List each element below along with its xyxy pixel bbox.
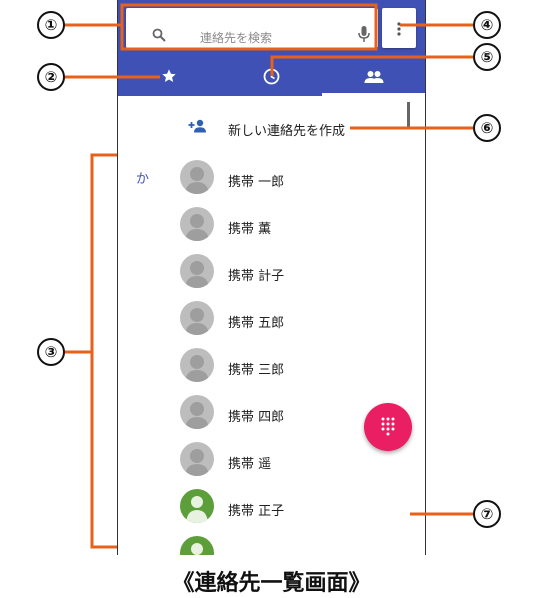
create-contact-label: 新しい連絡先を作成 bbox=[228, 124, 346, 139]
contact-avatar bbox=[180, 489, 214, 523]
more-options-button[interactable] bbox=[382, 8, 416, 48]
contact-name: 携帯 薫 bbox=[228, 222, 272, 237]
search-icon[interactable] bbox=[152, 27, 166, 46]
contact-avatar bbox=[180, 442, 214, 476]
contact-row[interactable]: 携帯 正子 bbox=[118, 485, 408, 532]
callout-5: ⑤ bbox=[473, 43, 501, 71]
contact-avatar bbox=[180, 301, 214, 335]
callout-7: ⑦ bbox=[473, 500, 501, 528]
search-placeholder[interactable]: 連絡先を検索 bbox=[200, 31, 273, 45]
contact-avatar bbox=[180, 348, 214, 382]
star-icon bbox=[161, 68, 177, 88]
callout-bracket-3 bbox=[90, 153, 117, 549]
callout-line-5 bbox=[270, 55, 473, 76]
contact-name: 携帯 一郎 bbox=[228, 175, 285, 190]
contact-row-partial[interactable] bbox=[118, 532, 408, 555]
contact-name: 携帯 五郎 bbox=[228, 316, 285, 331]
scrollbar[interactable] bbox=[407, 102, 410, 128]
callout-6: ⑥ bbox=[473, 114, 501, 142]
contact-row[interactable]: 携帯 五郎 bbox=[118, 297, 408, 344]
callout-3: ③ bbox=[37, 338, 65, 366]
contact-row[interactable]: 携帯 四郎 bbox=[118, 391, 408, 438]
contact-row[interactable]: 携帯 薫 bbox=[118, 203, 408, 250]
create-contact-row[interactable]: 新しい連絡先を作成 bbox=[118, 104, 408, 146]
selected-tab-indicator bbox=[322, 93, 425, 96]
tab-contacts[interactable] bbox=[322, 57, 424, 96]
callout-1: ① bbox=[37, 11, 65, 39]
contact-avatar bbox=[180, 395, 214, 429]
callout-4: ④ bbox=[473, 11, 501, 39]
section-index-letter: か bbox=[136, 172, 150, 187]
contact-avatar bbox=[180, 254, 214, 288]
contact-avatar bbox=[180, 160, 214, 194]
contact-row[interactable]: 携帯 遥 bbox=[118, 438, 408, 485]
add-person-icon bbox=[188, 118, 208, 137]
contact-avatar bbox=[180, 536, 214, 555]
contact-name: 携帯 遥 bbox=[228, 457, 272, 472]
contact-list[interactable]: 新しい連絡先を作成 か 携帯 一郎 携帯 薫 携帯 計子 携帯 五郎 bbox=[118, 96, 425, 555]
contact-name: 携帯 計子 bbox=[228, 269, 285, 284]
contact-row[interactable]: 携帯 一郎 bbox=[118, 156, 408, 203]
more-vert-icon[interactable] bbox=[397, 21, 401, 40]
contact-name: 携帯 正子 bbox=[228, 504, 285, 519]
figure-caption: 《連絡先一覧画面》 bbox=[172, 571, 371, 596]
contact-name: 携帯 三郎 bbox=[228, 363, 285, 378]
people-icon bbox=[364, 69, 384, 88]
dialpad-fab[interactable] bbox=[364, 403, 412, 451]
search-highlight-box bbox=[120, 3, 378, 51]
contact-row[interactable]: 携帯 三郎 bbox=[118, 344, 408, 391]
tab-favorites[interactable] bbox=[118, 57, 220, 96]
contact-name: 携帯 四郎 bbox=[228, 410, 285, 425]
mic-icon[interactable] bbox=[358, 26, 370, 47]
search-bar[interactable]: 連絡先を検索 bbox=[126, 8, 378, 48]
contact-avatar bbox=[180, 207, 214, 241]
callout-2: ② bbox=[37, 63, 65, 91]
contact-row[interactable]: 携帯 計子 bbox=[118, 250, 408, 297]
dialpad-icon bbox=[381, 417, 395, 440]
